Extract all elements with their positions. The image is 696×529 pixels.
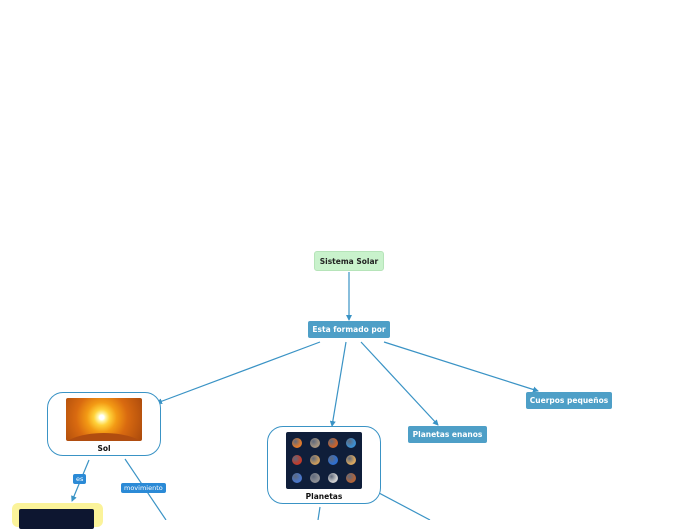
planet-thumbnail	[292, 437, 302, 448]
node-sol-label: Sol	[97, 444, 111, 453]
planet-thumbnail	[310, 473, 320, 484]
planet-thumbnail	[292, 455, 302, 466]
node-planetas-enanos-label: Planetas enanos	[412, 430, 483, 439]
planet-thumbnail	[292, 473, 302, 484]
edge-esta-to-cuerpos	[383, 341, 539, 393]
planet-thumbnail	[328, 455, 338, 466]
edge-planetas-right	[378, 492, 431, 520]
edge-esta-to-planetas	[329, 341, 347, 427]
node-esta-formado-por[interactable]: Esta formado por	[308, 321, 390, 338]
planet-thumbnail	[346, 455, 356, 466]
edge-label-es[interactable]: es	[73, 474, 87, 484]
edge-label-movimiento[interactable]: movimiento	[121, 483, 166, 493]
edge-esta-to-enanos	[360, 341, 439, 426]
node-sol-child[interactable]	[12, 503, 103, 529]
planets-image	[286, 432, 362, 489]
planet-thumbnail	[310, 437, 320, 448]
node-sistema-solar-label: Sistema Solar	[319, 256, 379, 266]
node-planetas-enanos[interactable]: Planetas enanos	[408, 426, 487, 443]
planet-thumbnail	[346, 437, 356, 448]
dark-space-image	[19, 509, 94, 529]
node-esta-formado-por-label: Esta formado por	[312, 325, 386, 334]
edge-esta-to-sol	[156, 341, 321, 405]
edge-planetas-down	[317, 506, 321, 520]
planet-thumbnail	[310, 455, 320, 466]
node-planetas-label: Planetas	[305, 492, 343, 501]
node-planetas[interactable]: Planetas	[267, 426, 381, 504]
node-cuerpos-pequenos-label: Cuerpos pequeños	[529, 396, 609, 405]
sun-image	[66, 398, 142, 441]
node-sistema-solar[interactable]: Sistema Solar	[314, 251, 384, 271]
planet-thumbnail	[346, 473, 356, 484]
node-sol[interactable]: Sol	[47, 392, 161, 456]
planet-thumbnail	[328, 473, 338, 484]
node-cuerpos-pequenos[interactable]: Cuerpos pequeños	[526, 392, 612, 409]
planet-thumbnail	[328, 437, 338, 448]
